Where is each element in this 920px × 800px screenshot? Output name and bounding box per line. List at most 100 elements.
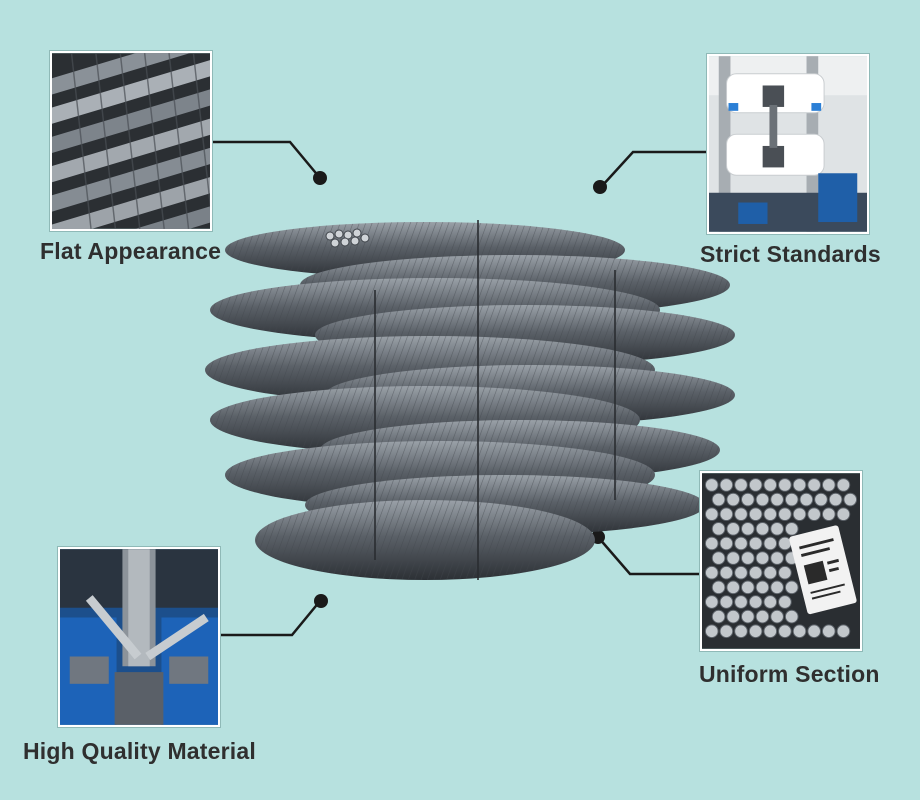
- ribbed-rebar-closeup-icon: [52, 53, 210, 229]
- rebar-end-mark: [807, 507, 821, 522]
- rebar-end-mark: [755, 551, 770, 565]
- rebar-end-mark: [778, 507, 792, 522]
- rebar-end-mark: [778, 624, 792, 639]
- rebar-end-mark: [763, 478, 778, 492]
- rebar-end-mark: [821, 507, 836, 522]
- rebar-end-mark: [711, 551, 726, 565]
- high-quality-material-photo: [58, 547, 220, 727]
- rebar-end-mark: [734, 595, 748, 609]
- rebar-end-mark: [734, 478, 748, 492]
- rebar-end-mark: [719, 478, 734, 492]
- uniform-section-photo: [700, 471, 862, 651]
- rebar-end-mark: [734, 536, 748, 551]
- uniform-section-label: Uniform Section: [699, 661, 880, 687]
- rebar-end-mark: [711, 492, 726, 507]
- strict-standards-label: Strict Standards: [700, 241, 881, 267]
- rebar-end-mark: [704, 478, 719, 492]
- rebar-end-mark: [719, 624, 734, 639]
- coiled-rebar-bundle-image: [195, 200, 745, 600]
- rebar-cross-sections-icon: [702, 473, 860, 649]
- rebar-end-mark: [792, 624, 807, 639]
- rebar-end-mark: [770, 551, 784, 565]
- connector-bottom-right: [597, 536, 700, 576]
- rebar-end-mark: [770, 609, 784, 624]
- rebar-end-mark: [763, 507, 778, 522]
- rebar-end-mark: [734, 624, 748, 639]
- rebar-end-mark: [755, 521, 770, 536]
- rebar-end-mark: [770, 580, 784, 595]
- rebar-end-mark: [704, 595, 719, 609]
- rebar-end-mark: [719, 595, 734, 609]
- rebar-end-mark: [778, 565, 792, 580]
- rebar-end-mark: [748, 624, 763, 639]
- rebar-end-mark: [784, 580, 799, 595]
- flat-appearance-photo: [50, 51, 212, 231]
- rebar-end-mark: [748, 565, 763, 580]
- rebar-end-mark: [704, 507, 719, 522]
- rebar-end-mark: [836, 624, 851, 639]
- rebar-end-mark: [704, 624, 719, 639]
- rebar-end-mark: [784, 521, 799, 536]
- rebar-end-mark: [843, 492, 858, 507]
- rebar-end-mark: [828, 492, 843, 507]
- rebar-end-mark: [755, 492, 770, 507]
- rebar-end-mark: [711, 580, 726, 595]
- rebar-end-mark: [741, 609, 755, 624]
- rebar-end-mark: [748, 507, 763, 522]
- rebar-end-mark: [778, 478, 792, 492]
- rebar-end-mark: [711, 521, 726, 536]
- rebar-end-mark: [784, 492, 799, 507]
- rebar-end-mark: [741, 551, 755, 565]
- rebar-end-mark: [741, 492, 755, 507]
- rebar-end-mark: [711, 609, 726, 624]
- rebar-end-mark: [792, 507, 807, 522]
- rebar-end-mark: [755, 609, 770, 624]
- rebar-end-mark: [748, 595, 763, 609]
- rebar-end-mark: [719, 565, 734, 580]
- rebar-end-mark: [726, 492, 741, 507]
- rebar-end-mark: [763, 536, 778, 551]
- rebar-end-mark: [763, 595, 778, 609]
- connector-top-right: [601, 150, 707, 187]
- rebar-end-mark: [719, 536, 734, 551]
- flat-appearance-label: Flat Appearance: [40, 238, 222, 264]
- connector-dot-top-right: [593, 180, 607, 194]
- rebar-end-mark: [763, 565, 778, 580]
- rebar-end-mark: [821, 624, 836, 639]
- rebar-end-mark: [807, 624, 821, 639]
- connector-bottom-left: [218, 600, 321, 637]
- rebar-end-mark: [748, 536, 763, 551]
- rebar-end-mark: [704, 536, 719, 551]
- rebar-end-mark: [778, 595, 792, 609]
- rebar-end-mark: [741, 521, 755, 536]
- rebar-end-mark: [770, 492, 784, 507]
- rebar-end-mark: [741, 580, 755, 595]
- rebar-end-mark: [799, 492, 814, 507]
- rebar-end-mark: [836, 478, 851, 492]
- rebar-end-mark: [821, 478, 836, 492]
- coiled-rebar-icon: [205, 220, 735, 580]
- strict-standards-photo: [707, 54, 869, 234]
- connector-top-left: [212, 140, 321, 179]
- rebar-end-mark: [726, 551, 741, 565]
- rebar-end-mark: [719, 507, 734, 522]
- connector-dot-bottom-left: [314, 594, 328, 608]
- rebar-end-mark: [726, 521, 741, 536]
- high-quality-material-label: High Quality Material: [23, 738, 256, 764]
- rebar-end-mark: [726, 609, 741, 624]
- rebar-end-mark: [807, 478, 821, 492]
- rebar-end-mark: [748, 478, 763, 492]
- connector-dot-top-left: [313, 171, 327, 185]
- rebar-end-mark: [755, 580, 770, 595]
- rebar-end-mark: [726, 580, 741, 595]
- tensile-testing-machine-icon: [709, 56, 867, 232]
- rebar-end-mark: [784, 609, 799, 624]
- rebar-end-mark: [734, 507, 748, 522]
- bend-test-machine-icon: [60, 549, 218, 725]
- rebar-end-mark: [763, 624, 778, 639]
- rebar-end-mark: [704, 565, 719, 580]
- rebar-end-mark: [836, 507, 851, 522]
- rebar-end-mark: [770, 521, 784, 536]
- rebar-end-mark: [792, 478, 807, 492]
